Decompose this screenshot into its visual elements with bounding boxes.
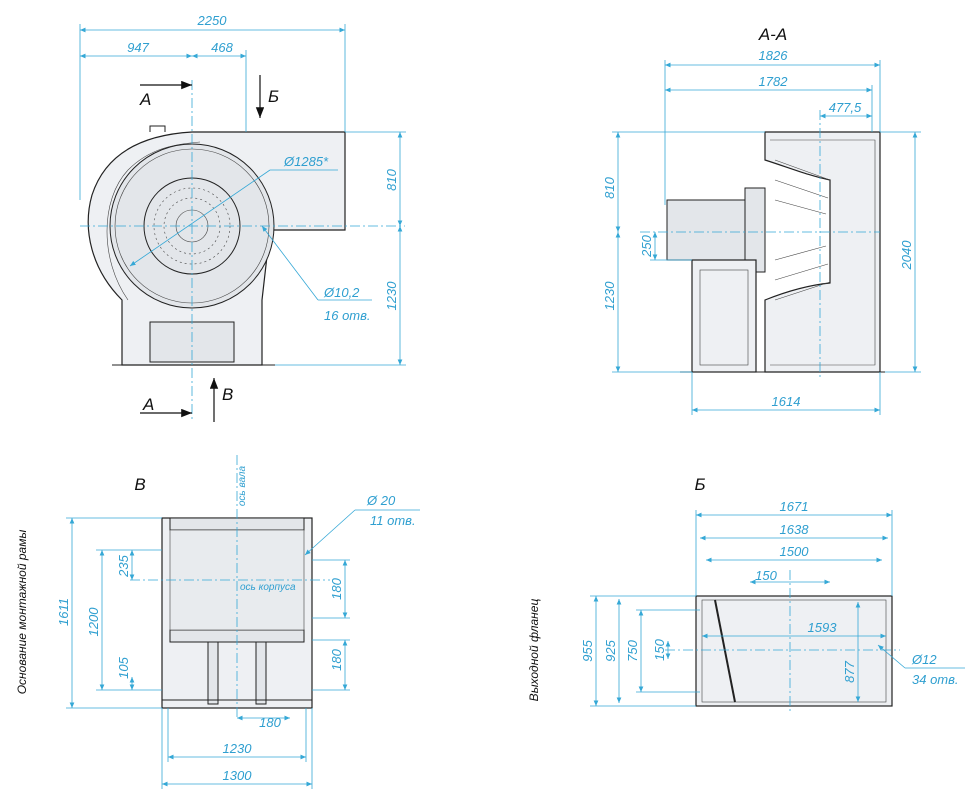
dim-105: 105 (116, 656, 131, 678)
dim-1200: 1200 (86, 607, 101, 637)
dim-150-vertical: 150 (652, 638, 667, 660)
front-view: 2250 947 468 810 1230 Ø1285* Ø10,2 16 от… (79, 13, 406, 422)
section-mark-b: Б (268, 87, 279, 106)
dim-250: 250 (639, 234, 654, 257)
section-aa-view: А-А 1826 1782 477,5 810 1230 (602, 25, 921, 415)
dim-holes-count: 16 отв. (324, 308, 371, 323)
axis-shaft-label: ось вала (237, 465, 248, 506)
section-mark-a-top: А (139, 90, 151, 109)
dim-877: 877 (842, 660, 857, 682)
dim-1593: 1593 (808, 620, 838, 635)
dim-180-bottom: 180 (259, 715, 281, 730)
dim-150-horizontal: 150 (755, 568, 777, 583)
dim-1230-front: 1230 (384, 281, 399, 311)
dim-925: 925 (603, 639, 618, 661)
view-v-side-label: Основание монтажной рамы (15, 530, 29, 695)
motor-frame (691, 259, 757, 373)
dim-1300: 1300 (223, 768, 253, 783)
dim-750: 750 (625, 639, 640, 661)
dim-477-5: 477,5 (829, 100, 862, 115)
dim-235: 235 (116, 554, 131, 577)
section-aa-title: А-А (758, 25, 787, 44)
dim-1500: 1500 (780, 544, 810, 559)
view-v-title: В (134, 475, 145, 494)
section-mark-v: В (222, 385, 233, 404)
view-b-hole-dia: Ø12 (911, 652, 937, 667)
view-b: Б Выходной фланец 1671 1638 1500 150 159… (527, 475, 965, 712)
dim-impeller-diameter: Ø1285* (283, 154, 329, 169)
dim-holes-diameter: Ø10,2 (323, 285, 360, 300)
dim-1230-section: 1230 (602, 281, 617, 311)
section-housing (764, 131, 881, 373)
dim-1671: 1671 (780, 499, 809, 514)
dim-2040: 2040 (899, 240, 914, 271)
view-b-title: Б (694, 475, 705, 494)
dim-1638: 1638 (780, 522, 810, 537)
dim-810-section: 810 (602, 176, 617, 198)
dim-1614: 1614 (772, 394, 801, 409)
view-v-hole-count: 11 отв. (370, 513, 416, 528)
motor-body (666, 199, 746, 261)
dim-180-right: 180 (329, 648, 344, 670)
dim-2250: 2250 (197, 13, 228, 28)
view-v-hole-dia: Ø 20 (366, 493, 396, 508)
dim-1230-base: 1230 (223, 741, 253, 756)
view-b-hole-count: 34 отв. (912, 672, 959, 687)
axis-body-label: ось корпуса (240, 582, 296, 593)
dim-1611: 1611 (56, 598, 71, 626)
view-b-side-label: Выходной фланец (527, 599, 541, 702)
section-mark-a-bottom: А (142, 395, 154, 414)
dim-947: 947 (127, 40, 149, 55)
dim-180-top: 180 (329, 577, 344, 599)
dim-810-front: 810 (384, 168, 399, 190)
dim-1826: 1826 (759, 48, 789, 63)
dim-1782: 1782 (759, 74, 789, 89)
dim-955: 955 (580, 639, 595, 661)
view-v: В Основание монтажной рамы ось вала ось … (15, 455, 420, 789)
dim-468: 468 (211, 40, 233, 55)
